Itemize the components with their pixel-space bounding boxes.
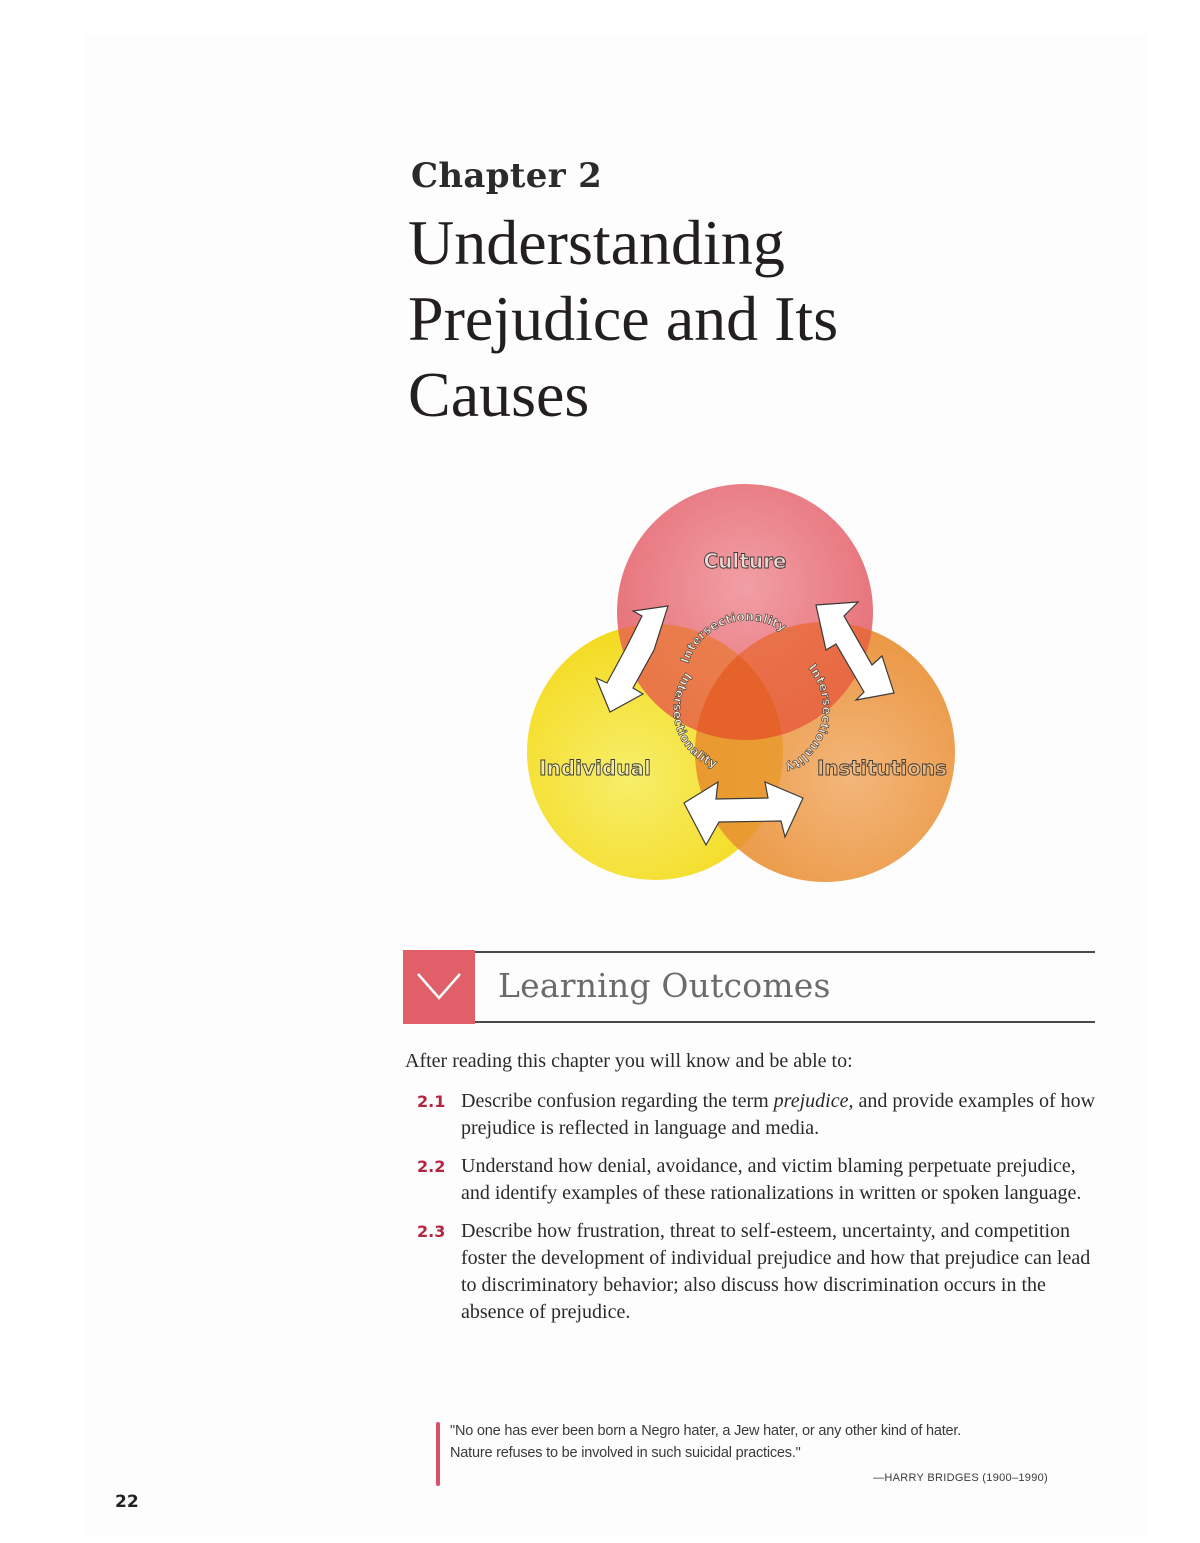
institutions-label: Institutions xyxy=(817,756,947,780)
learning-outcomes-title: Learning Outcomes xyxy=(498,966,831,1005)
header-rule-bottom xyxy=(475,1021,1095,1023)
learning-outcomes-list: 2.1 Describe confusion regarding the ter… xyxy=(405,1088,1105,1337)
outcome-text-part: Describe confusion regarding the term xyxy=(461,1090,774,1112)
outcome-item: 2.3 Describe how frustration, threat to … xyxy=(405,1218,1105,1326)
individual-label: Individual xyxy=(539,756,651,780)
individual-institutions-arrow-icon xyxy=(683,780,804,847)
outcome-item: 2.1 Describe confusion regarding the ter… xyxy=(405,1088,1105,1142)
quote-attribution: —HARRY BRIDGES (1900–1990) xyxy=(873,1472,1048,1484)
outcome-text-part: and provide examples of how prejudice is… xyxy=(461,1090,1096,1139)
learning-outcomes-badge xyxy=(403,950,475,1024)
prejudice-causes-venn-diagram: Intersectionality Intersectionality Inte… xyxy=(500,470,980,900)
learning-outcomes-header: Learning Outcomes xyxy=(403,950,1095,1024)
chapter-title-line-2: Prejudice and Its xyxy=(408,283,839,354)
checkmark-chevron-icon xyxy=(417,973,461,1000)
chapter-title-line-1: Understanding xyxy=(408,207,785,278)
outcome-number: 2.3 xyxy=(417,1222,446,1241)
header-rule-top xyxy=(475,951,1095,953)
epigraph-quote: "No one has ever been born a Negro hater… xyxy=(436,1420,1076,1490)
outcome-text: Describe confusion regarding the term pr… xyxy=(461,1090,1095,1139)
quote-line-1: "No one has ever been born a Negro hater… xyxy=(450,1423,962,1439)
learning-outcomes-intro: After reading this chapter you will know… xyxy=(405,1050,853,1072)
culture-individual-arrow-icon xyxy=(594,605,669,713)
chapter-title-line-3: Causes xyxy=(408,359,590,430)
outcome-term-emphasis: prejudice, xyxy=(773,1090,854,1112)
culture-institutions-arrow-icon xyxy=(815,601,895,701)
page-number: 22 xyxy=(115,1492,139,1512)
culture-label: Culture xyxy=(704,549,787,573)
chapter-title: Understanding Prejudice and Its Causes xyxy=(408,205,1008,433)
quote-line-2: Nature refuses to be involved in such su… xyxy=(450,1445,801,1461)
quote-text: "No one has ever been born a Negro hater… xyxy=(450,1420,961,1464)
outcome-text: Understand how denial, avoidance, and vi… xyxy=(461,1155,1082,1204)
outcome-item: 2.2 Understand how denial, avoidance, an… xyxy=(405,1153,1105,1207)
center-overlap xyxy=(695,624,783,740)
outcome-text: Describe how frustration, threat to self… xyxy=(461,1220,1091,1323)
outcome-number: 2.1 xyxy=(417,1092,446,1111)
chapter-label: Chapter 2 xyxy=(411,156,603,196)
quote-accent-bar xyxy=(436,1422,440,1486)
outcome-number: 2.2 xyxy=(417,1157,446,1176)
